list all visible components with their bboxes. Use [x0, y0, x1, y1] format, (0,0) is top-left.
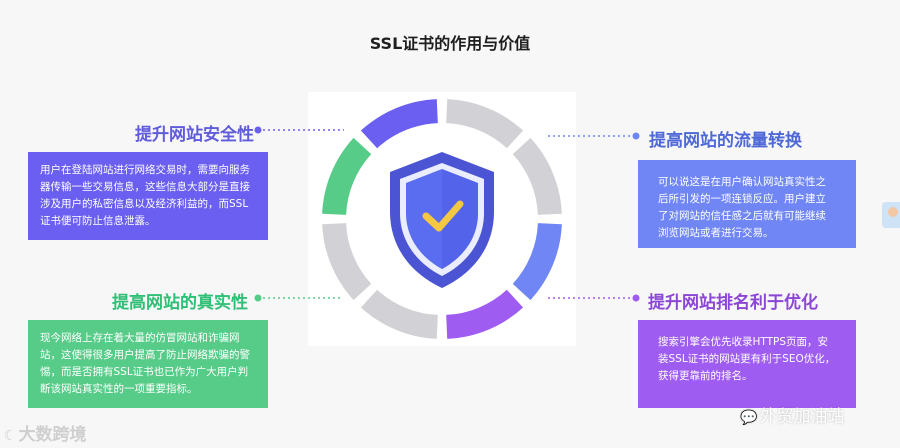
wechat-icon: 💬 — [740, 410, 758, 426]
heading-ranking: 提升网站排名利于优化 — [648, 293, 818, 313]
logo-icon: ☾ — [4, 428, 17, 444]
bullet-bottom-left — [254, 294, 262, 302]
bullet-top-right — [632, 132, 640, 140]
ring-svg — [322, 99, 562, 339]
watermark-left-text: 大数跨境 — [18, 425, 87, 445]
ring-seg-right-top — [512, 137, 562, 215]
shield-check-icon — [390, 152, 494, 288]
watermark-right-text: 外贸加油站 — [759, 407, 845, 427]
watermark-right: 💬外贸加油站 — [740, 402, 844, 427]
ring-seg-bottom-left — [322, 223, 372, 301]
center-ring-diagram — [308, 92, 576, 346]
check-mark — [422, 200, 464, 232]
shield-shade — [442, 169, 478, 269]
text-box-ranking: 搜索引擎会优先收录HTTPS页面，安装SSL证书的网站更有利于SEO优化，获得更… — [638, 320, 856, 408]
heading-authenticity: 提高网站的真实性 — [112, 293, 248, 313]
text-box-authenticity: 现今网络上存在着大量的仿冒网站和诈骗网站，这使得很多用户提高了防止网络欺骗的警惕… — [28, 320, 268, 408]
diagram-title: SSL证书的作用与价值 — [369, 34, 531, 53]
text-box-security: 用户在登陆网站进行网络交易时，需要向服务器传输一些交易信息，这些信息大部分是直接… — [28, 152, 268, 240]
ring-seg-blue — [512, 223, 562, 301]
bullet-bottom-right — [632, 294, 640, 302]
ring-seg-green — [322, 137, 372, 215]
ring-seg-bottom-right — [360, 289, 438, 339]
text-box-traffic: 可以说这是在用户确认网站真实性之后所引发的一项连锁反应。用户建立了对网站的信任感… — [638, 160, 856, 248]
ring-seg-top-right — [446, 99, 524, 149]
ring-seg-purple — [446, 289, 524, 339]
heading-traffic: 提高网站的流量转换 — [649, 131, 802, 151]
avatar[interactable] — [882, 202, 900, 228]
ring-segments — [322, 99, 562, 339]
watermark-left: ☾大数跨境 — [4, 420, 87, 445]
bullet-top-left — [254, 126, 262, 134]
heading-security: 提升网站安全性 — [135, 125, 254, 145]
ring-seg-violet — [360, 99, 438, 149]
